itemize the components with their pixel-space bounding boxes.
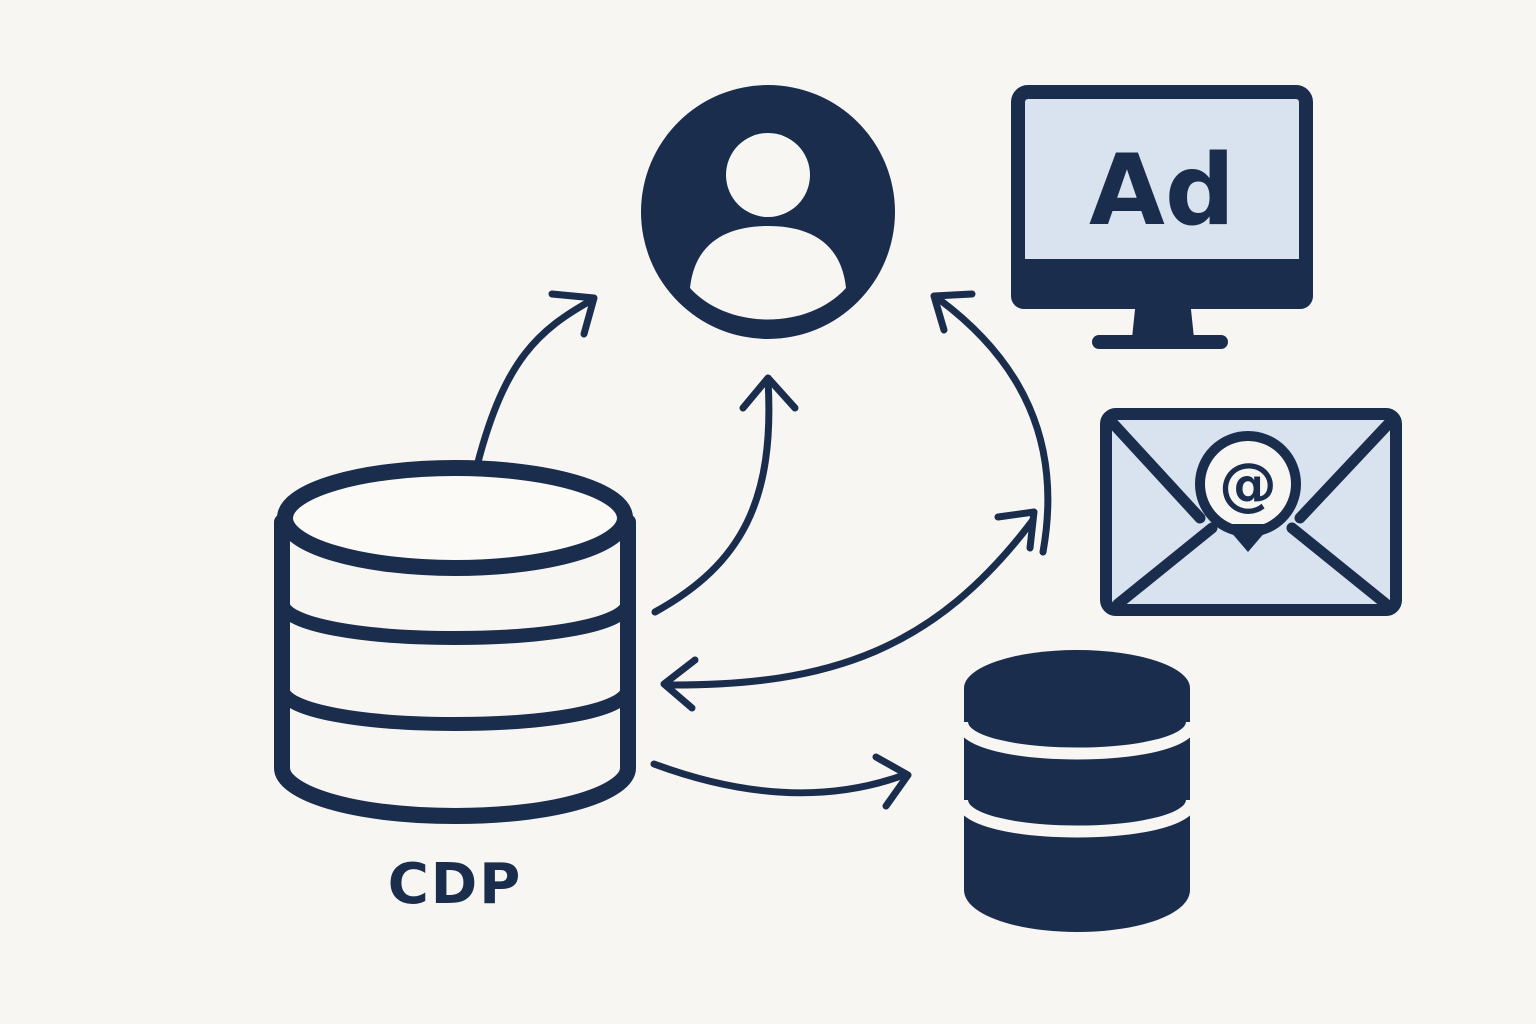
flow-arrow-cdp-to-customer-center [651,374,799,616]
email-at-symbol: @ [1219,450,1277,518]
flow-arrow-cdp-to-customer-left [474,290,598,466]
cdp-database-icon [274,460,636,824]
cdp-label: CDP [387,852,523,917]
ad-monitor-icon: Ad [1011,85,1313,349]
email-envelope-icon: @ [1100,408,1402,616]
flow-arrow-channels-to-customer [930,290,1052,556]
warehouse-database-icon [956,650,1198,932]
ad-label: Ad [1089,134,1235,248]
customer-avatar-icon [641,85,895,339]
flow-arrow-channels-to-cdp [660,508,1038,712]
flow-arrow-cdp-to-warehouse [650,753,912,810]
